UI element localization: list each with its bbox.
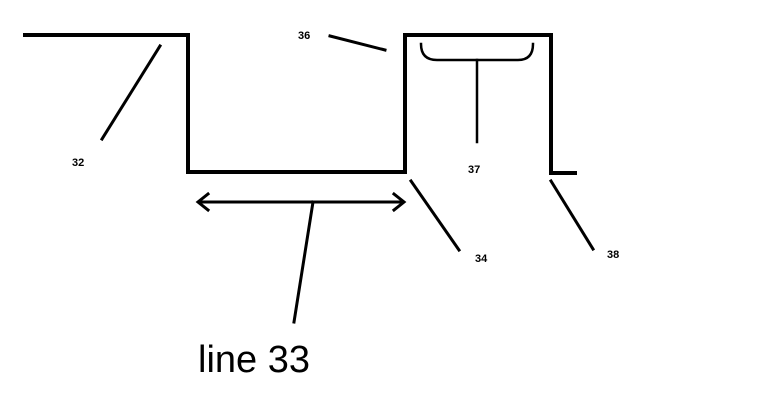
label-line-33: line 33 [198,339,310,381]
leader-line-36 [328,34,387,52]
profile-outline [23,33,577,175]
leader-line-32 [99,43,163,142]
leader-line-33 [292,200,315,324]
label-36: 36 [298,30,310,42]
label-32: 32 [72,157,84,169]
leader-line-34 [408,178,462,253]
bracket-37 [419,42,535,62]
label-37: 37 [468,164,480,176]
leader-line-38 [548,178,596,252]
arrowhead-left [195,191,211,213]
label-34: 34 [475,253,488,265]
arrowhead-right [391,191,407,213]
label-38: 38 [607,249,619,261]
